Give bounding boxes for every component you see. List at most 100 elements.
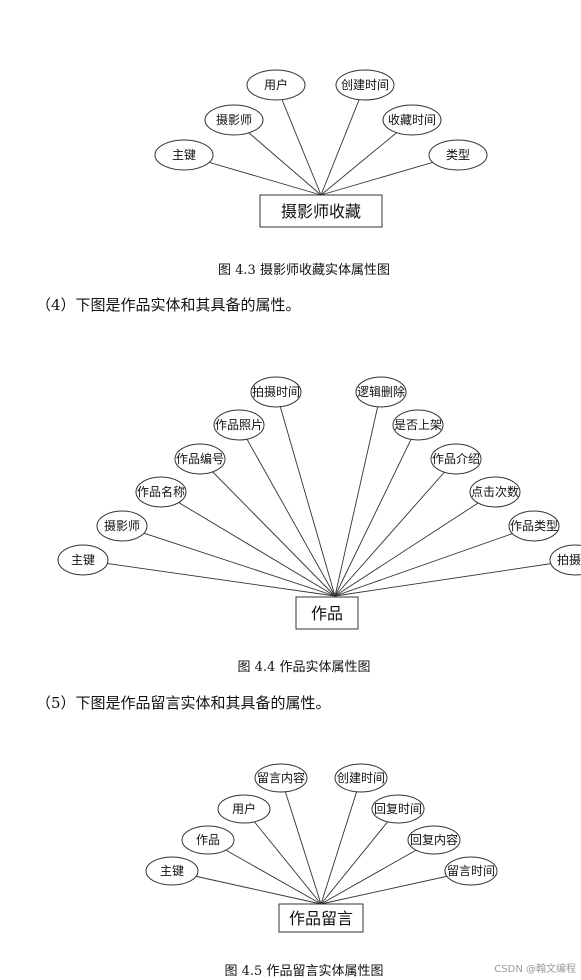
- relation-line: [334, 491, 496, 597]
- attribute-node: 主键: [145, 856, 199, 886]
- attribute-label: 用户: [232, 801, 256, 816]
- relation-line: [199, 458, 336, 597]
- attribute-ellipse: [392, 409, 444, 441]
- attribute-node: 创建时间: [335, 69, 395, 101]
- attribute-label: 摄影师: [104, 518, 140, 533]
- watermark: CSDN @翰文编程: [494, 962, 576, 975]
- er-diagram-work-comment: 主键作品用户留言内容创建时间回复时间回复内容留言时间作品留言: [145, 763, 498, 933]
- paragraph-5: （5）下图是作品留言实体和其具备的属性。: [36, 694, 331, 712]
- entity-node: 作品留言: [278, 903, 364, 933]
- attribute-node: 摄影师: [96, 510, 148, 542]
- attribute-node: 作品编号: [174, 443, 226, 475]
- attribute-label: 用户: [264, 77, 288, 92]
- entity-label: 作品留言: [289, 909, 353, 928]
- attribute-ellipse: [508, 510, 560, 542]
- entity-label: 摄影师收藏: [281, 202, 361, 221]
- attribute-node: 主键: [154, 139, 214, 171]
- relation-line: [320, 870, 472, 905]
- attribute-ellipse: [254, 763, 308, 793]
- attribute-node: 拍摄时间: [250, 376, 302, 408]
- attribute-ellipse: [174, 443, 226, 475]
- attribute-label: 逻辑删除: [357, 384, 405, 399]
- attribute-ellipse: [428, 139, 488, 171]
- entity-box: [278, 903, 364, 933]
- attribute-node: 收藏时间: [382, 104, 442, 136]
- entity-node: 作品: [295, 596, 359, 630]
- attribute-label: 类型: [446, 148, 470, 162]
- attribute-ellipse: [204, 104, 264, 136]
- attribute-label: 拍摄地: [557, 552, 581, 567]
- attribute-label: 留言内容: [257, 770, 305, 785]
- attribute-node: 创建时间: [334, 763, 388, 793]
- attribute-label: 作品编号: [176, 451, 224, 466]
- attribute-ellipse: [549, 544, 581, 576]
- relation-line: [320, 777, 362, 905]
- attribute-label: 作品介绍: [432, 452, 480, 466]
- attribute-node: 用户: [246, 69, 306, 101]
- attribute-label: 拍摄时间: [252, 384, 300, 399]
- figure-caption-4-3: 图 4.3 摄影师收藏实体属性图: [218, 263, 390, 278]
- relation-line: [320, 808, 399, 905]
- attribute-ellipse: [135, 476, 187, 508]
- attribute-node: 类型: [428, 139, 488, 171]
- relation-line: [334, 424, 419, 597]
- attribute-ellipse: [213, 409, 265, 441]
- relation-line: [334, 525, 535, 597]
- relation-line: [320, 839, 435, 905]
- attribute-label: 主键: [172, 148, 196, 162]
- relation-line: [280, 777, 322, 905]
- attribute-label: 作品类型: [510, 519, 558, 533]
- relation-line: [243, 808, 322, 905]
- attribute-ellipse: [145, 856, 199, 886]
- figure-caption-4-5: 图 4.5 作品留言实体属性图: [225, 964, 384, 979]
- attribute-ellipse: [217, 794, 271, 824]
- relation-line: [121, 525, 336, 597]
- attribute-node: 作品: [181, 825, 235, 855]
- relation-line: [334, 391, 382, 597]
- er-diagram-works: 主键 摄影师 作品名称 作品编号 作品照片 拍摄时间 逻辑删除是否上架作品介绍点击次数作品类…: [57, 376, 581, 630]
- attribute-node: 作品类型: [508, 510, 560, 542]
- attribute-node: 点击次数: [469, 476, 521, 508]
- attribute-ellipse: [355, 376, 407, 408]
- attribute-label: 主键: [160, 864, 184, 878]
- attribute-ellipse: [334, 763, 388, 793]
- relation-line: [171, 870, 322, 905]
- attribute-label: 作品名称: [137, 484, 185, 499]
- attribute-node: 拍摄地: [549, 544, 581, 576]
- attribute-node: 回复时间: [371, 794, 425, 824]
- attribute-label: 作品照片: [215, 418, 263, 432]
- attribute-label: 收藏时间: [388, 113, 436, 127]
- relation-line: [160, 491, 336, 597]
- attribute-label: 回复时间: [374, 802, 422, 816]
- attribute-node: 用户: [217, 794, 271, 824]
- attribute-node: 作品名称: [135, 476, 187, 508]
- attribute-ellipse: [371, 794, 425, 824]
- attribute-ellipse: [335, 69, 395, 101]
- attribute-ellipse: [154, 139, 214, 171]
- entity-box: [295, 596, 359, 630]
- relation-line: [320, 84, 366, 196]
- attribute-label: 创建时间: [337, 771, 385, 785]
- relation-line: [207, 839, 322, 905]
- entity-label: 作品: [311, 604, 343, 623]
- attribute-ellipse: [430, 443, 482, 475]
- attribute-node: 作品照片: [213, 409, 265, 441]
- relation-line: [238, 424, 336, 597]
- attribute-node: 逻辑删除: [355, 376, 407, 408]
- relation-line: [275, 84, 322, 196]
- attribute-label: 创建时间: [341, 78, 389, 92]
- attribute-node: 留言内容: [254, 763, 308, 793]
- attribute-node: 回复内容: [407, 825, 461, 855]
- attribute-label: 作品: [196, 833, 220, 847]
- relation-line: [334, 458, 457, 597]
- attribute-node: 是否上架: [392, 409, 444, 441]
- attribute-label: 点击次数: [471, 484, 519, 499]
- attribute-node: 主键: [57, 544, 109, 576]
- relation-line: [334, 559, 576, 597]
- relation-line: [82, 559, 336, 597]
- attribute-node: 摄影师: [204, 104, 264, 136]
- attribute-label: 是否上架: [394, 418, 442, 432]
- attribute-ellipse: [96, 510, 148, 542]
